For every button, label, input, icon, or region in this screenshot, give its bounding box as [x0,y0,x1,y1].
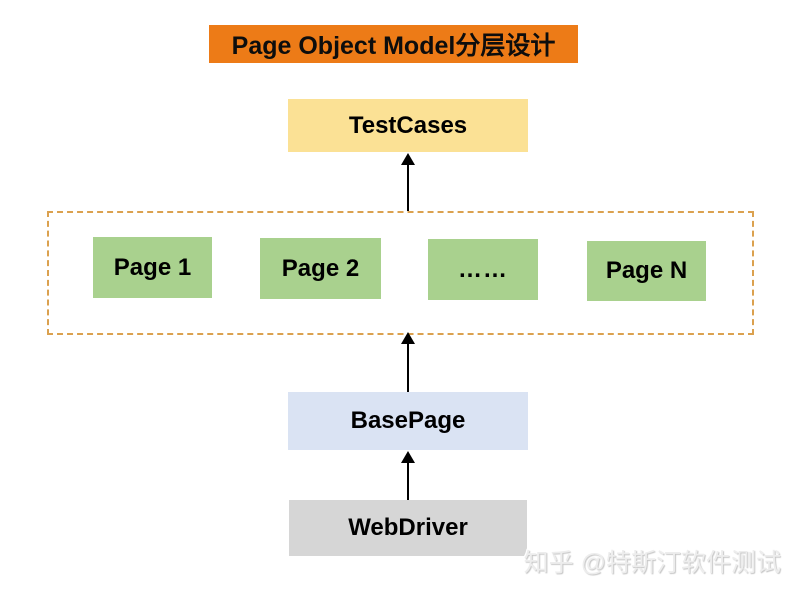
page-box-n: Page N [587,241,706,301]
arrow-webdriver-to-basepage [401,451,415,500]
title-banner: Page Object Model分层设计 [209,25,578,63]
arrow-line [407,344,409,392]
arrowhead-up-icon [401,451,415,463]
arrow-pages-to-testcases [401,153,415,211]
arrow-line [407,463,409,500]
arrow-line [407,165,409,211]
watermark: 知乎 @特斯汀软件测试 [523,549,781,577]
webdriver-box: WebDriver [289,500,527,556]
arrowhead-up-icon [401,332,415,344]
arrowhead-up-icon [401,153,415,165]
arrow-basepage-to-pages [401,332,415,392]
page-box-2: Page 2 [260,238,381,299]
pages-group-container [47,211,754,335]
testcases-box: TestCases [288,99,528,152]
basepage-box: BasePage [288,392,528,450]
page-box-ellipsis: …… [428,239,538,300]
page-box-1: Page 1 [93,237,212,298]
